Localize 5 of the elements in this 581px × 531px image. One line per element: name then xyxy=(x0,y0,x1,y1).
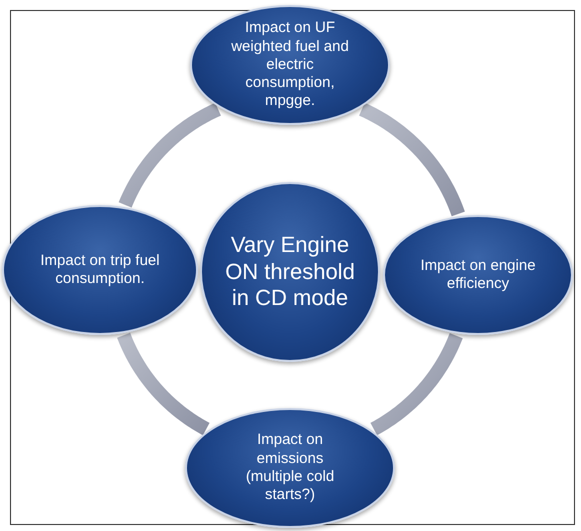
node-text: Impact on UF weighted fuel and electric consumption, mpgge. xyxy=(230,19,350,111)
node-text: Vary Engine ON threshold in CD mode xyxy=(225,232,355,312)
node-text: Impact on trip fuel consumption. xyxy=(39,252,161,288)
node-text: Impact on engine efficiency xyxy=(419,256,537,294)
node-text: Impact on emissions (multiple cold starts?) xyxy=(244,431,336,505)
